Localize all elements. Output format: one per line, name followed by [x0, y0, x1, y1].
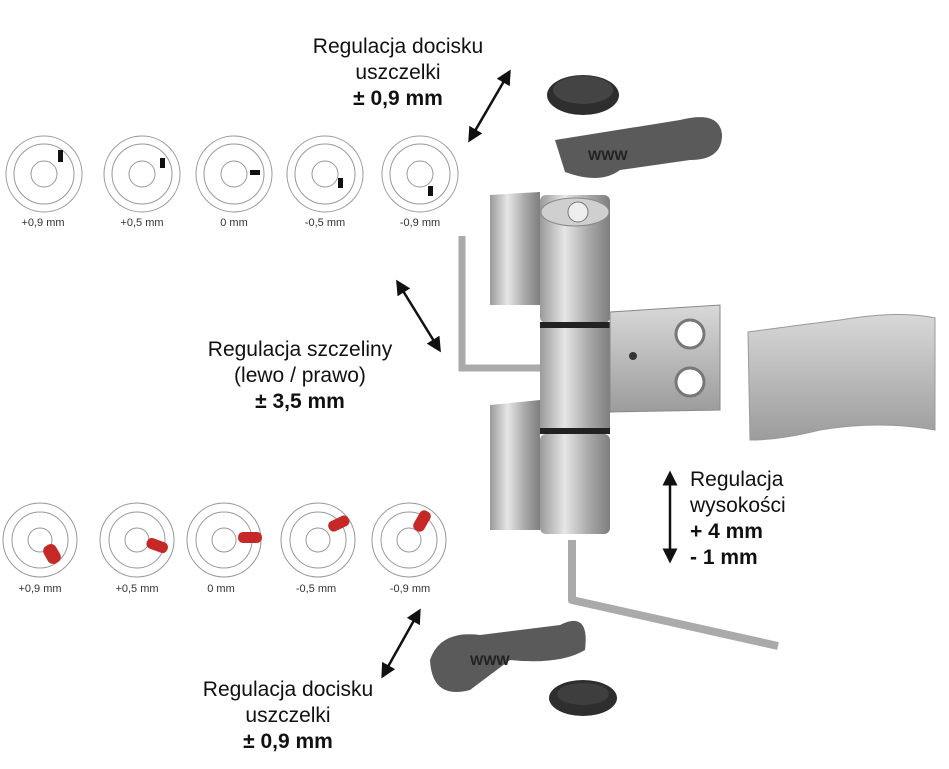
label-gap: Regulacja szczeliny (lewo / prawo) ± 3,5…: [170, 337, 430, 415]
dial-top-1: [5, 135, 83, 213]
double-arrow-icon: [396, 279, 441, 353]
dial-top-caption-4: -0,5 mm: [304, 217, 346, 229]
top-plate: [555, 117, 722, 179]
double-arrow-icon: [468, 69, 511, 143]
dial-top-2: [103, 135, 181, 213]
dial-bottom-4: [280, 502, 356, 578]
hinge-illustration: [490, 192, 721, 534]
dial-bottom-5: [371, 502, 447, 578]
label-height-value1: + 4 mm: [690, 520, 763, 543]
label-seal-bottom-line1: Regulacja docisku: [202, 678, 374, 701]
label-seal-top-line1: Regulacja docisku: [312, 35, 484, 58]
dial-top-caption-2: +0,5 mm: [120, 217, 164, 229]
dial-bottom-2: [99, 502, 175, 578]
dial-top-caption-1: +0,9 mm: [21, 217, 65, 229]
cover-shell: [747, 313, 936, 441]
dial-top-caption-3: 0 mm: [220, 217, 248, 229]
label-seal-bottom: Regulacja docisku uszczelki ± 0,9 mm: [158, 677, 418, 755]
dial-bottom-caption-3: 0 mm: [207, 583, 235, 595]
dial-bottom-3: [186, 502, 262, 578]
label-seal-top-value: ± 0,9 mm: [353, 87, 443, 110]
label-height-line2: wysokości: [690, 494, 786, 517]
dial-top-caption-5: -0,9 mm: [399, 217, 441, 229]
label-height-value2: - 1 mm: [690, 546, 758, 569]
dial-top-row: [5, 135, 459, 213]
hex-key-icon: [458, 236, 540, 372]
label-seal-bottom-value: ± 0,9 mm: [243, 730, 333, 753]
label-gap-value: ± 3,5 mm: [255, 390, 345, 413]
dial-bottom-row: [2, 502, 447, 578]
brand-mark: WWW: [588, 147, 628, 163]
dial-bottom-caption-4: -0,5 mm: [295, 583, 337, 595]
label-height: Regulacja wysokości + 4 mm - 1 mm: [690, 467, 840, 571]
dial-bottom-caption-1: +0,9 mm: [18, 583, 62, 595]
dial-top-3: [195, 135, 273, 213]
label-height-line1: Regulacja: [690, 468, 784, 491]
label-gap-line2: (lewo / prawo): [234, 364, 366, 387]
dial-bottom-caption-2: +0,5 mm: [115, 583, 159, 595]
brand-mark: WWW: [470, 652, 510, 668]
bottom-plate: [430, 620, 586, 692]
dial-bottom-1: [2, 502, 78, 578]
hex-key-icon: [568, 540, 779, 650]
label-seal-top: Regulacja docisku uszczelki ± 0,9 mm: [268, 34, 528, 112]
dial-bottom-caption-5: -0,9 mm: [389, 583, 431, 595]
label-gap-line1: Regulacja szczeliny: [207, 338, 393, 361]
dial-top-4: [286, 135, 364, 213]
label-seal-bottom-line2: uszczelki: [245, 704, 331, 727]
label-seal-top-line2: uszczelki: [355, 61, 441, 84]
double-arrow-icon: [381, 608, 421, 679]
dial-top-5: [381, 135, 459, 213]
